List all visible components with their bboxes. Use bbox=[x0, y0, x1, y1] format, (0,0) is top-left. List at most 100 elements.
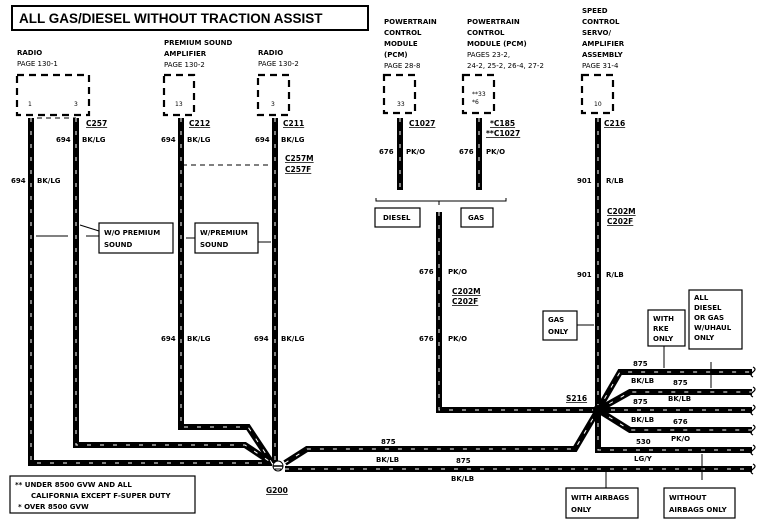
note-with-airbags: WITH AIRBAGS ONLY bbox=[565, 472, 639, 519]
splice-label: S216 bbox=[566, 394, 587, 403]
connector-label[interactable]: C211 bbox=[283, 119, 304, 128]
component-page: PAGE 130-2 bbox=[164, 61, 205, 69]
svg-text:SOUND: SOUND bbox=[200, 241, 229, 249]
component-label: CONTROL bbox=[467, 29, 505, 37]
svg-text:GAS: GAS bbox=[468, 214, 484, 222]
connector-label[interactable]: C216 bbox=[604, 119, 625, 128]
wire-circuit: 875 bbox=[673, 379, 688, 387]
wire-color: BK/LB bbox=[376, 456, 399, 464]
wire-color: R/LB bbox=[606, 177, 624, 185]
component-label: SPEED bbox=[582, 7, 608, 15]
svg-text:AIRBAGS ONLY: AIRBAGS ONLY bbox=[669, 506, 728, 514]
note-with-rke: WITH RKE ONLY bbox=[647, 309, 686, 368]
wire-circuit: 875 bbox=[456, 457, 471, 465]
wire-circuit: 694 bbox=[56, 136, 71, 144]
legend-line: CALIFORNIA EXCEPT F-SUPER DUTY bbox=[31, 492, 171, 500]
pin-number: **33 bbox=[472, 91, 486, 98]
component-page: PAGE 31-4 bbox=[582, 62, 619, 70]
component-label: ASSEMBLY bbox=[582, 51, 624, 59]
connector-label[interactable]: C257F bbox=[285, 165, 311, 174]
wire-875-a[interactable] bbox=[283, 408, 601, 466]
svg-text:W/PREMIUM: W/PREMIUM bbox=[200, 229, 248, 237]
pin-number: 10 bbox=[594, 101, 602, 108]
wire-694-c[interactable] bbox=[178, 118, 275, 465]
connector-label[interactable]: C202M bbox=[607, 207, 636, 216]
connector-label[interactable]: C257 bbox=[86, 119, 107, 128]
component-radio-1: RADIO PAGE 130-1 1 3 C257 bbox=[15, 49, 107, 128]
component-box[interactable] bbox=[461, 73, 496, 115]
svg-text:WITH AIRBAGS: WITH AIRBAGS bbox=[571, 494, 629, 502]
wire-circuit: 676 bbox=[419, 268, 434, 276]
component-speed-control: SPEED CONTROL SERVO/ AMPLIFIER ASSEMBLY … bbox=[580, 7, 625, 128]
wire-tracer-stripe bbox=[438, 212, 598, 411]
svg-text:DIESEL: DIESEL bbox=[694, 304, 722, 312]
wire-694-b[interactable] bbox=[73, 118, 274, 466]
svg-text:SOUND: SOUND bbox=[104, 241, 133, 249]
svg-text:ONLY: ONLY bbox=[571, 506, 592, 514]
wire-circuit: 694 bbox=[11, 177, 26, 185]
connector-label[interactable]: C257M bbox=[285, 154, 314, 163]
connector-label[interactable]: C1027 bbox=[409, 119, 435, 128]
svg-text:OR GAS: OR GAS bbox=[694, 314, 724, 322]
note-wo-premium: W/O PREMIUM SOUND bbox=[36, 222, 174, 254]
component-box[interactable] bbox=[162, 73, 196, 117]
note-without-airbags: WITHOUT AIRBAGS ONLY bbox=[663, 454, 736, 519]
diesel-gas-brace bbox=[375, 198, 507, 205]
component-box[interactable] bbox=[15, 73, 91, 117]
wire-circuit: 676 bbox=[459, 148, 474, 156]
wire-color: PK/O bbox=[448, 268, 467, 276]
component-label: SERVO/ bbox=[582, 29, 611, 37]
component-page: PAGE 130-1 bbox=[17, 60, 58, 68]
wire-circuit: 875 bbox=[633, 398, 648, 406]
ground-g200[interactable] bbox=[272, 460, 284, 472]
component-box[interactable] bbox=[382, 73, 417, 115]
wire-tracer-stripe bbox=[284, 409, 599, 464]
wire-circuit: 694 bbox=[255, 136, 270, 144]
connector-label[interactable]: *C185 bbox=[490, 119, 515, 128]
wire-circuit: 676 bbox=[379, 148, 394, 156]
wire-tracer-stripe bbox=[180, 118, 273, 464]
connector-label[interactable]: C202M bbox=[452, 287, 481, 296]
pin-number: 1 bbox=[28, 101, 32, 108]
legend-line: * OVER 8500 GVW bbox=[18, 503, 89, 511]
wire-694-a[interactable] bbox=[28, 118, 272, 466]
wire-color: LG/Y bbox=[634, 455, 653, 463]
note-diesel: DIESEL bbox=[374, 207, 421, 228]
component-label: (PCM) bbox=[384, 51, 408, 59]
component-label: CONTROL bbox=[384, 29, 422, 37]
pin-number: 3 bbox=[271, 101, 275, 108]
component-box[interactable] bbox=[256, 73, 291, 117]
diagram-title: ALL GAS/DIESEL WITHOUT TRACTION ASSIST bbox=[19, 11, 323, 26]
wire-tracer-stripe bbox=[597, 410, 752, 451]
wire-circuit: 694 bbox=[161, 136, 176, 144]
component-label: POWERTRAIN bbox=[384, 18, 437, 26]
wire-circuit: 901 bbox=[577, 271, 592, 279]
component-label: AMPLIFIER bbox=[582, 40, 625, 48]
wire-color: R/LB bbox=[606, 271, 624, 279]
wire-color: BK/LG bbox=[281, 335, 305, 343]
pin-number: 13 bbox=[175, 101, 183, 108]
svg-text:ONLY: ONLY bbox=[694, 334, 715, 342]
component-box[interactable] bbox=[580, 73, 615, 115]
connector-label[interactable]: C212 bbox=[189, 119, 210, 128]
wire-color: BK/LG bbox=[187, 136, 211, 144]
wire-color: PK/O bbox=[486, 148, 505, 156]
wire-circuit: 694 bbox=[254, 335, 269, 343]
component-pcm-diesel: POWERTRAIN CONTROL MODULE (PCM) PAGE 28-… bbox=[382, 18, 437, 128]
wire-tracer-stripe bbox=[75, 118, 273, 464]
svg-text:ONLY: ONLY bbox=[653, 335, 674, 343]
connector-label[interactable]: **C1027 bbox=[486, 129, 520, 138]
svg-text:RKE: RKE bbox=[653, 325, 669, 333]
svg-text:DIESEL: DIESEL bbox=[383, 214, 411, 222]
splice-s216[interactable] bbox=[593, 405, 603, 415]
svg-text:ONLY: ONLY bbox=[548, 328, 569, 336]
wire-color: PK/O bbox=[448, 335, 467, 343]
connector-label[interactable]: C202F bbox=[607, 217, 633, 226]
note-gas: GAS bbox=[460, 207, 494, 228]
connector-label[interactable]: C202F bbox=[452, 297, 478, 306]
component-page: PAGE 130-2 bbox=[258, 60, 299, 68]
wire-color: BK/LG bbox=[82, 136, 106, 144]
legend-line: ** UNDER 8500 GVW AND ALL bbox=[15, 481, 132, 489]
diagram-title-box: ALL GAS/DIESEL WITHOUT TRACTION ASSIST bbox=[11, 5, 369, 31]
wire-color: BK/LB bbox=[668, 395, 691, 403]
